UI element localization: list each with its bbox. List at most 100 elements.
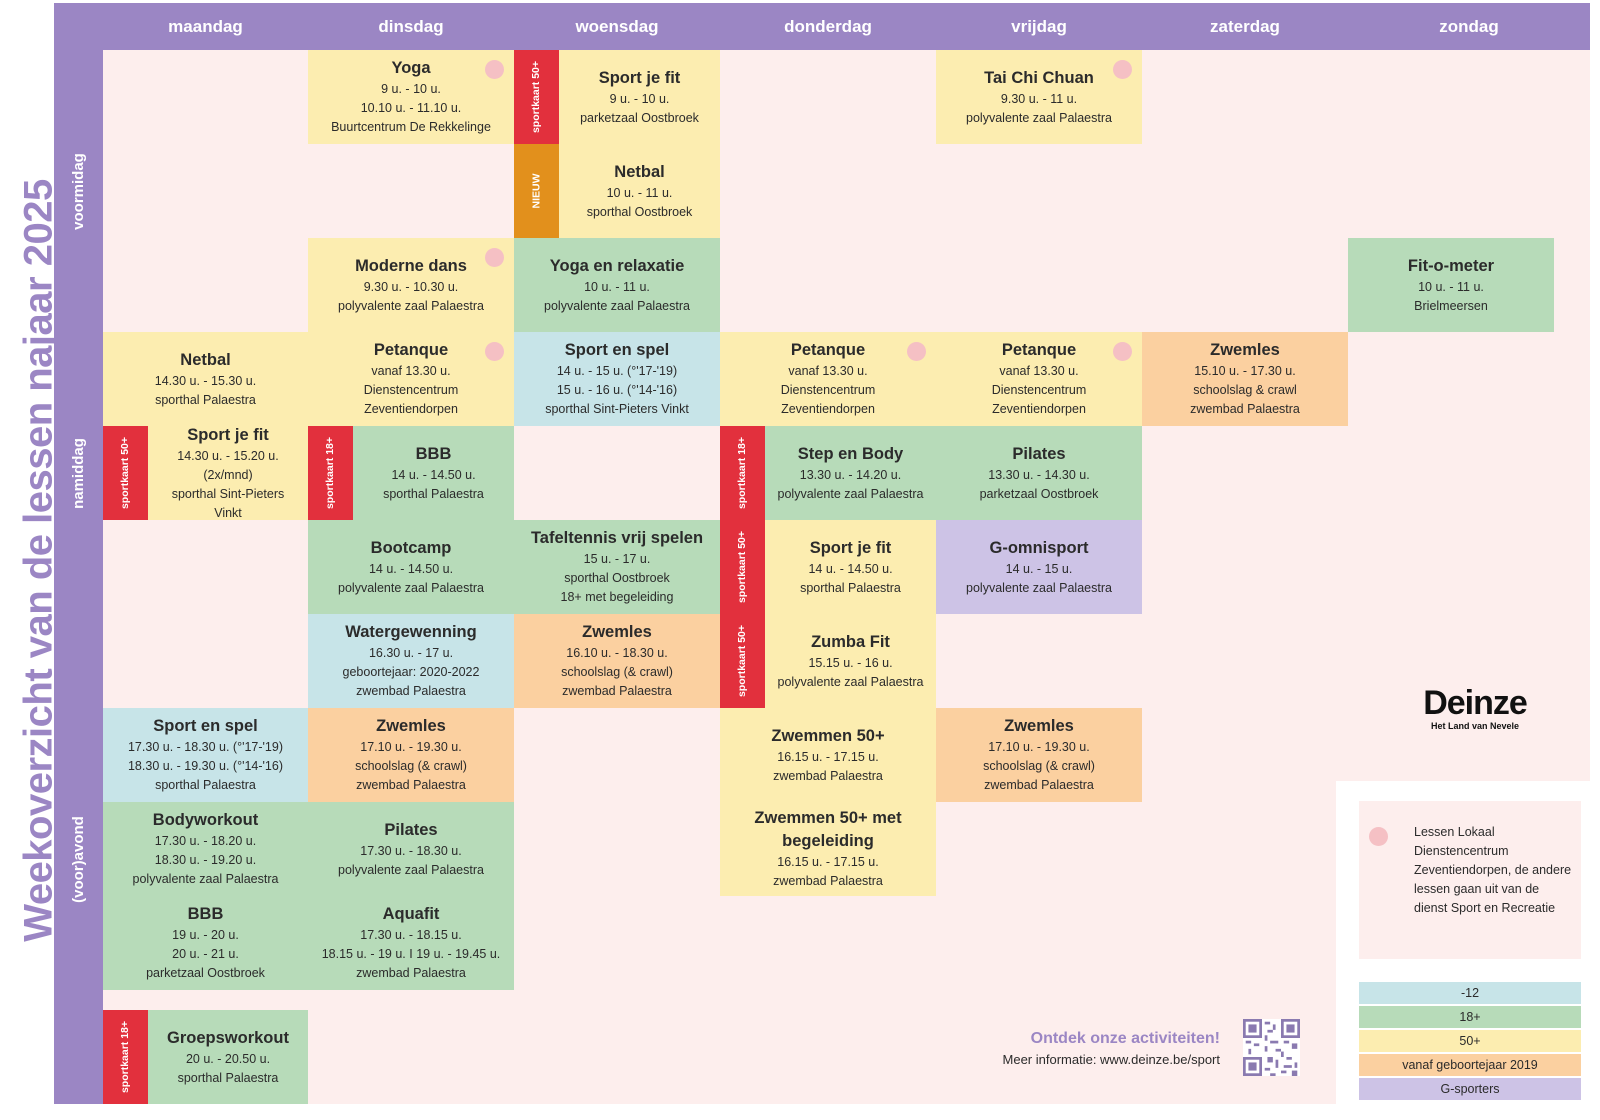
lesson-name: Fit-o-meter	[1407, 256, 1495, 275]
lesson-detail: schoolslag & crawl	[1193, 383, 1297, 397]
lesson-name: Zwemles	[1210, 341, 1280, 359]
lesson-name: Groepsworkout	[167, 1028, 289, 1047]
lesson-sportjefit-thursday: Sport je fit 14 u. - 14.50 u. sporthal P…	[765, 520, 936, 614]
lesson-zwemles-friday: Zwemles 17.10 u. - 19.30 u. schoolslag (…	[936, 708, 1142, 802]
dienstencentrum-dot-icon	[1369, 827, 1388, 846]
lesson-name: Netbal	[614, 162, 665, 181]
lesson-detail: 9.30 u. - 10.30 u.	[363, 279, 459, 294]
lesson-detail: 17.10 u. - 19.30 u.	[988, 740, 1090, 754]
lesson-detail: zwembad Palaestra	[1190, 402, 1300, 416]
lesson-detail: sporthal Palaestra	[155, 778, 256, 792]
lesson-bbb-monday: BBB 19 u. - 20 u. 20 u. - 21 u. parketza…	[103, 896, 308, 990]
lesson-name: Petanque	[790, 341, 866, 359]
lesson-detail: 15.10 u. - 17.30 u.	[1194, 364, 1296, 378]
lesson-detail: Zeventiendorpen	[992, 402, 1086, 416]
sportkaart-50-tag: sportkaart 50+	[103, 426, 148, 520]
logo-name: Deinze	[1423, 684, 1528, 722]
lesson-detail: sporthal Palaestra	[383, 486, 484, 501]
lesson-name: Zumba Fit	[811, 632, 890, 651]
lesson-detail: zwembad Palaestra	[773, 768, 883, 783]
lesson-detail: sporthal Palaestra	[177, 1070, 279, 1085]
dienstencentrum-dot-icon	[1113, 342, 1132, 361]
day-header-monday: maandag	[103, 3, 308, 50]
dienstencentrum-dot-icon	[907, 342, 926, 361]
lesson-sportjefit-monday: Sport je fit 14.30 u. - 15.20 u. (2x/mnd…	[148, 426, 308, 520]
lesson-petanque-friday: Petanque vanaf 13.30 u. Dienstencentrum …	[936, 332, 1142, 426]
cta-info[interactable]: Meer informatie: www.deinze.be/sport	[1002, 1052, 1220, 1067]
lesson-name: BBB	[415, 444, 452, 463]
legend-item-50plus: 50+	[1359, 1030, 1581, 1052]
period-evening: (voor)avond	[54, 614, 103, 1104]
lesson-name: Bootcamp	[370, 538, 452, 557]
lesson-step-en-body: Step en Body 13.30 u. - 14.20 u. polyval…	[765, 426, 936, 520]
lesson-watergewenning: Watergewenning 16.30 u. - 17 u. geboorte…	[308, 614, 514, 708]
lesson-zumba: Zumba Fit 15.15 u. - 16 u. polyvalente z…	[765, 614, 936, 708]
lesson-name: Petanque	[373, 341, 449, 359]
day-header-tuesday: dinsdag	[308, 3, 514, 50]
sportkaart-50-tag: sportkaart 50+	[720, 520, 765, 614]
lesson-detail: 16.30 u. - 17 u.	[368, 646, 454, 660]
lesson-detail: schoolslag (& crawl)	[561, 665, 673, 679]
lesson-name: Moderne dans	[355, 256, 467, 275]
call-to-action: Ontdek onze activiteiten! Meer informati…	[930, 1028, 1220, 1070]
legend-item-2019: vanaf geboortejaar 2019	[1359, 1054, 1581, 1076]
lesson-detail: 10.10 u. - 11.10 u.	[360, 101, 462, 115]
lesson-detail: Zeventiendorpen	[364, 402, 458, 416]
lesson-name: Aquafit	[382, 905, 440, 923]
lesson-name: G-omnisport	[989, 538, 1089, 557]
lesson-aquafit: Aquafit 17.30 u. - 18.15 u. 18.15 u. - 1…	[308, 896, 514, 990]
lesson-detail: 17.30 u. - 18.30 u. (°'17-'19)	[127, 740, 283, 754]
lesson-detail: polyvalente zaal Palaestra	[338, 862, 484, 877]
legend-note: Lessen Lokaal Dienstencentrum Zeventiend…	[1359, 801, 1581, 959]
cta-headline: Ontdek onze activiteiten!	[1030, 1030, 1220, 1047]
lesson-bootcamp: Bootcamp 14 u. - 14.50 u. polyvalente za…	[308, 520, 514, 614]
lesson-detail: 14 u. - 14.50 u.	[368, 561, 454, 576]
lesson-fitometer: Fit-o-meter 10 u. - 11 u. Brielmeersen	[1348, 238, 1554, 332]
lesson-name: Sport en spel	[564, 341, 670, 359]
lesson-detail: Dienstencentrum	[991, 383, 1087, 397]
lesson-detail: 14.30 u. - 15.30 u.	[154, 373, 257, 388]
day-header-wednesday: woensdag	[514, 3, 720, 50]
lesson-petanque-tuesday: Petanque vanaf 13.30 u. Dienstencentrum …	[308, 332, 514, 426]
lesson-detail: 9 u. - 10 u.	[609, 91, 670, 106]
lesson-detail: 13.30 u. - 14.30 u.	[988, 467, 1090, 482]
lesson-detail: 18+ met begeleiding	[560, 590, 674, 604]
lesson-detail: 18.30 u. - 19.20 u.	[154, 853, 257, 867]
lesson-detail: polyvalente zaal Palaestra	[338, 298, 484, 313]
sportkaart-50-tag: sportkaart 50+	[720, 614, 765, 708]
lesson-detail: polyvalente zaal Palaestra	[544, 298, 690, 313]
lesson-detail: zwembad Palaestra	[562, 684, 672, 698]
lesson-name: Watergewenning	[345, 623, 477, 641]
lesson-zwemmen-50-begeleiding: Zwemmen 50+ met begeleiding 16.15 u. - 1…	[720, 802, 936, 896]
lesson-detail: Zeventiendorpen	[781, 402, 875, 416]
lesson-detail: vanaf 13.30 u.	[371, 364, 451, 378]
lesson-detail: zwembad Palaestra	[356, 966, 466, 980]
dienstencentrum-dot-icon	[485, 60, 504, 79]
lesson-name: Pilates	[384, 820, 438, 839]
lesson-detail: geboortejaar: 2020-2022	[342, 665, 480, 679]
lesson-detail: schoolslag (& crawl)	[355, 759, 467, 773]
dienstencentrum-dot-icon	[485, 248, 504, 267]
lesson-taichi: Tai Chi Chuan 9.30 u. - 11 u. polyvalent…	[936, 50, 1142, 144]
lesson-detail: Buurtcentrum De Rekkelinge	[331, 120, 491, 134]
lesson-detail: 10 u. - 11 u.	[606, 185, 673, 200]
dienstencentrum-dot-icon	[1113, 60, 1132, 79]
lesson-detail: Dienstencentrum	[363, 383, 459, 397]
period-morning: voormidag	[54, 50, 103, 332]
lesson-moderne-dans: Moderne dans 9.30 u. - 10.30 u. polyvale…	[308, 238, 514, 332]
sportkaart-18-tag: sportkaart 18+	[720, 426, 765, 520]
lesson-detail: 14.30 u. - 15.20 u. (2x/mnd)	[177, 448, 279, 482]
lesson-detail: Brielmeersen	[1414, 298, 1488, 313]
qr-code-icon[interactable]	[1243, 1019, 1300, 1076]
legend-item-under12: -12	[1359, 982, 1581, 1004]
lesson-netbal-wednesday: Netbal 10 u. - 11 u. sporthal Oostbroek	[559, 144, 720, 238]
lesson-name: Tafeltennis vrij spelen	[530, 529, 704, 547]
lesson-sportspel-wednesday: Sport en spel 14 u. - 15 u. (°'17-'19) 1…	[514, 332, 720, 426]
lesson-name: Zwemles	[376, 717, 446, 735]
lesson-detail: 17.30 u. - 18.15 u.	[360, 928, 462, 942]
legend-item-18plus: 18+	[1359, 1006, 1581, 1028]
lesson-name: Zwemles	[1004, 717, 1074, 735]
legend-note-text: Lessen Lokaal Dienstencentrum Zeventiend…	[1414, 825, 1572, 915]
period-afternoon: namiddag	[54, 332, 103, 614]
